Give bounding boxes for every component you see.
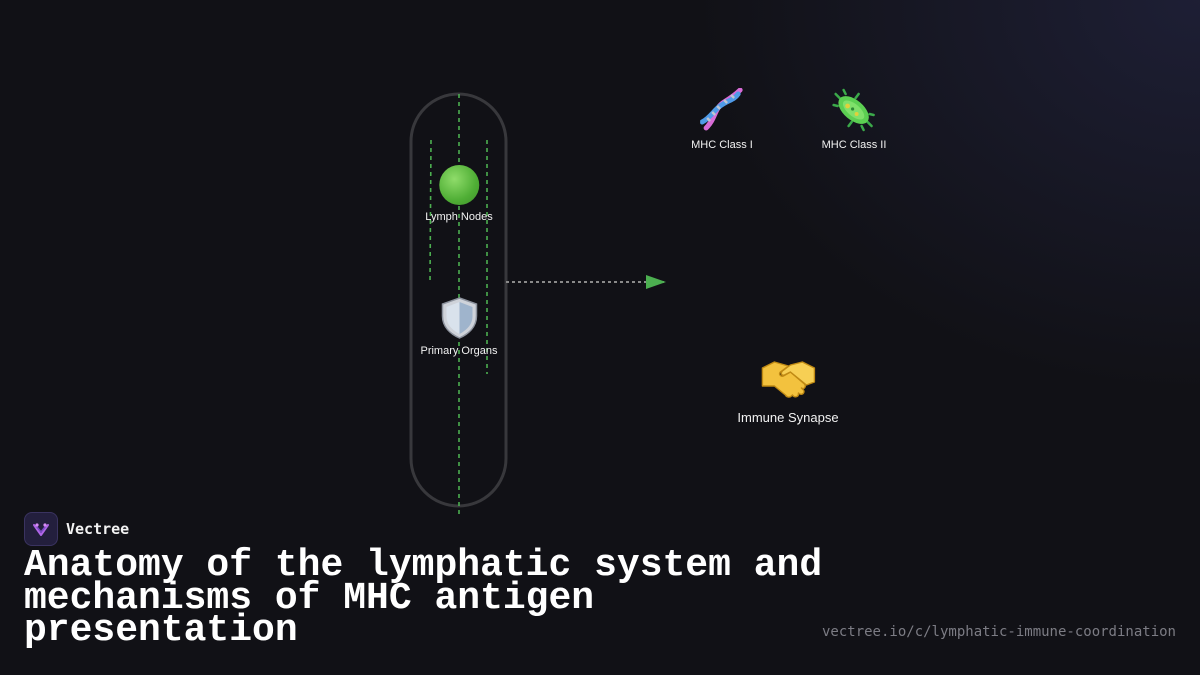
primary-organs-node[interactable]: Primary Organs [420,297,498,357]
brand: Vectree [24,512,129,546]
microbe-icon [832,88,876,132]
green-circle-icon [439,165,479,205]
brand-name: Vectree [66,520,130,538]
mhc-class-1-node[interactable]: MHC Class I [691,88,753,151]
source-url[interactable]: vectree.io/c/lymphatic-immune-coordinati… [821,624,1176,640]
immune-synapse-label: Immune Synapse [737,410,839,425]
page-title: Anatomy of the lymphatic system and mech… [24,544,823,652]
shield-icon [441,297,477,339]
mhc-class-2-node[interactable]: MHC Class II [821,88,887,151]
mhc-class-1-label: MHC Class I [691,139,753,151]
vectree-logo-icon [24,512,58,546]
immune-synapse-node[interactable]: Immune Synapse [737,356,839,425]
primary-organs-label: Primary Organs [420,345,498,357]
lymph-nodes-node[interactable]: Lymph Nodes [425,165,493,223]
mhc-class-2-label: MHC Class II [821,139,887,151]
dna-icon [699,88,743,131]
handshake-icon [761,361,815,398]
lymph-nodes-label: Lymph Nodes [425,211,493,223]
